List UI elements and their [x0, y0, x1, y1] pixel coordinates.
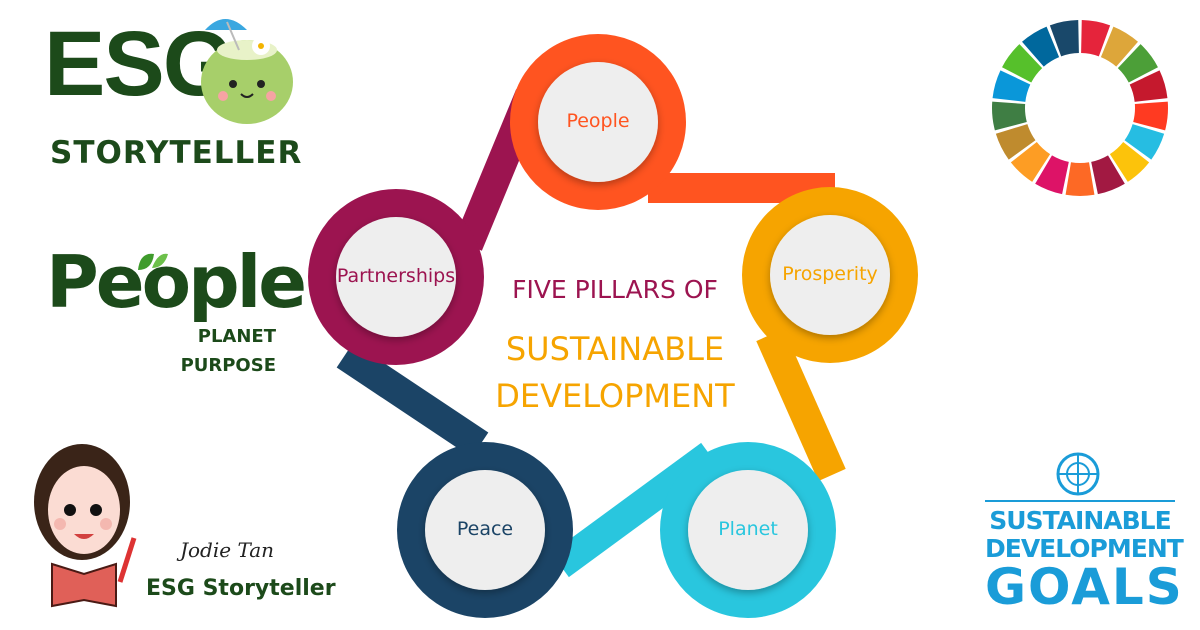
sdg-text-goals: GOALS [985, 558, 1184, 616]
band-peace-partnerships [336, 342, 489, 458]
pillar-label: Partnerships [336, 265, 456, 287]
sdg-text-line1: SUSTAINABLE [989, 506, 1171, 535]
pillar-circle [770, 215, 890, 335]
sdg-wheel-segment [1002, 44, 1043, 83]
pillar-label: Peace [456, 518, 514, 540]
sdg-wheel-segment [1133, 101, 1168, 131]
author-title: ESG Storyteller [146, 576, 336, 601]
sdg-wheel-segment [1022, 26, 1060, 67]
sdg-wheel-segment [1091, 155, 1125, 195]
sdg-wheel-segment [992, 101, 1027, 131]
sdg-wheel-segment [992, 70, 1031, 102]
pillar-label: Planet [718, 518, 778, 540]
coconut-mascot-icon [201, 19, 293, 124]
purpose-text: PURPOSE [180, 355, 276, 376]
sdg-wheel-segment [995, 124, 1036, 160]
diagram-title-line1: FIVE PILLARS OF [512, 275, 718, 304]
pillar-circle [336, 217, 456, 337]
pillar-circle [538, 62, 658, 182]
esg-logo-subtitle: STORYTELLER [50, 135, 303, 171]
sdg-wheel-segment [1010, 142, 1051, 182]
sdg-wheel-segment [1100, 26, 1138, 67]
author-signature: Jodie Tan [180, 538, 275, 562]
sdg-divider [985, 500, 1175, 502]
sdg-text-line2: DEVELOPMENT [985, 534, 1184, 563]
sdg-wheel-segment [1109, 142, 1150, 182]
sdg-wheel-segment [1035, 155, 1069, 195]
sdg-wheel-segment [1065, 162, 1095, 196]
sdg-wheel-segment [1117, 44, 1158, 83]
sdg-wheel-segment [1049, 20, 1079, 57]
sdg-wheel-segment [1124, 124, 1165, 160]
sdg-wheel-segment [1081, 20, 1111, 57]
sdg-wheel-segment [1129, 70, 1168, 102]
band-prosperity-planet [756, 328, 846, 482]
pillar-circle [688, 470, 808, 590]
pillar-label: Prosperity [782, 263, 878, 285]
planet-text: PLANET [197, 326, 276, 347]
author-avatar-illustration [34, 444, 137, 608]
diagram-title-line3: DEVELOPMENT [495, 377, 735, 415]
leaf-icon [138, 253, 168, 270]
un-emblem-icon [1056, 452, 1100, 496]
esg-logo-text: ESG [44, 13, 234, 115]
pillar-label: People [566, 110, 630, 132]
sdg-wheel-logo [992, 20, 1168, 196]
diagram-title-line2: SUSTAINABLE [505, 330, 725, 368]
people-logo-text: People [46, 240, 307, 324]
pillar-circle [425, 470, 545, 590]
